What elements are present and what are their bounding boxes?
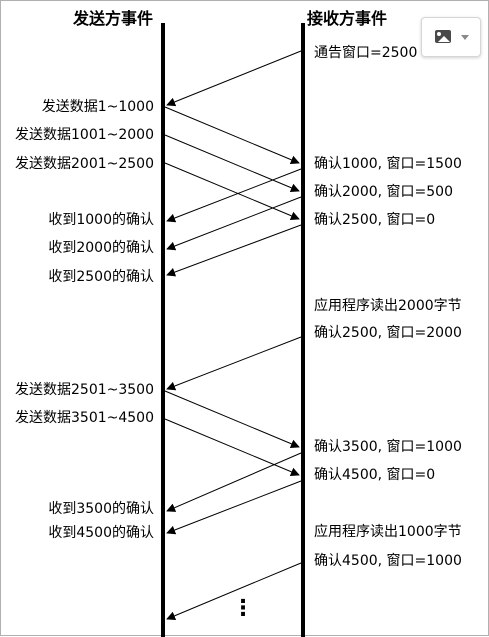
receiver-event: 确认1000, 窗口=1500 <box>314 156 462 172</box>
msg-data-2001-2500 <box>164 162 300 221</box>
sender-event: 收到3500的确认 <box>48 501 154 517</box>
receiver-event: 应用程序读出1000字节 <box>314 524 462 540</box>
msg-ack-2000 <box>166 196 302 251</box>
receiver-event: 确认2500, 窗口=0 <box>314 212 436 228</box>
msg-data-3501-4500 <box>164 418 300 477</box>
msg-ack-2500 <box>166 224 302 277</box>
receiver-event: 确认4500, 窗口=0 <box>314 467 436 483</box>
sender-event: 收到2000的确认 <box>48 240 154 256</box>
msg-data-2501-3500 <box>164 390 300 449</box>
msg-data-1001-2000 <box>164 134 300 193</box>
continuation-dots: ⋮ <box>232 596 254 621</box>
msg-ack-1000 <box>166 168 302 223</box>
receiver-event: 确认4500, 窗口=1000 <box>314 553 462 569</box>
msg-window-2500 <box>166 50 302 107</box>
chevron-down-icon <box>461 35 469 40</box>
sender-event: 发送数据2001~2500 <box>15 156 154 172</box>
receiver-event: 确认2000, 窗口=500 <box>314 184 453 200</box>
msg-ack-4500-win-1000 <box>166 562 302 621</box>
msg-ack-4500 <box>166 480 302 535</box>
sender-event: 发送数据2501~3500 <box>15 382 154 398</box>
sender-event: 收到1000的确认 <box>48 212 154 228</box>
receiver-event: 确认2500, 窗口=2000 <box>314 325 462 341</box>
msg-data-1-1000 <box>164 106 300 165</box>
receiver-event: 应用程序读出2000字节 <box>314 298 462 314</box>
msg-ack-3500 <box>166 452 302 512</box>
sender-event: 发送数据1001~2000 <box>15 127 154 143</box>
msg-ack-2500-win-2000 <box>166 336 302 391</box>
image-options-button[interactable] <box>421 17 481 57</box>
receiver-event: 通告窗口=2500 <box>314 45 418 61</box>
sender-event: 发送数据1~1000 <box>41 99 154 115</box>
sender-event: 收到2500的确认 <box>48 269 154 285</box>
sender-header: 发送方事件 <box>73 9 154 28</box>
receiver-event: 确认3500, 窗口=1000 <box>314 439 462 455</box>
receiver-header: 接收方事件 <box>307 9 388 28</box>
sender-event: 收到4500的确认 <box>48 525 154 541</box>
image-icon <box>435 30 451 43</box>
sender-event: 发送数据3501~4500 <box>15 410 154 426</box>
